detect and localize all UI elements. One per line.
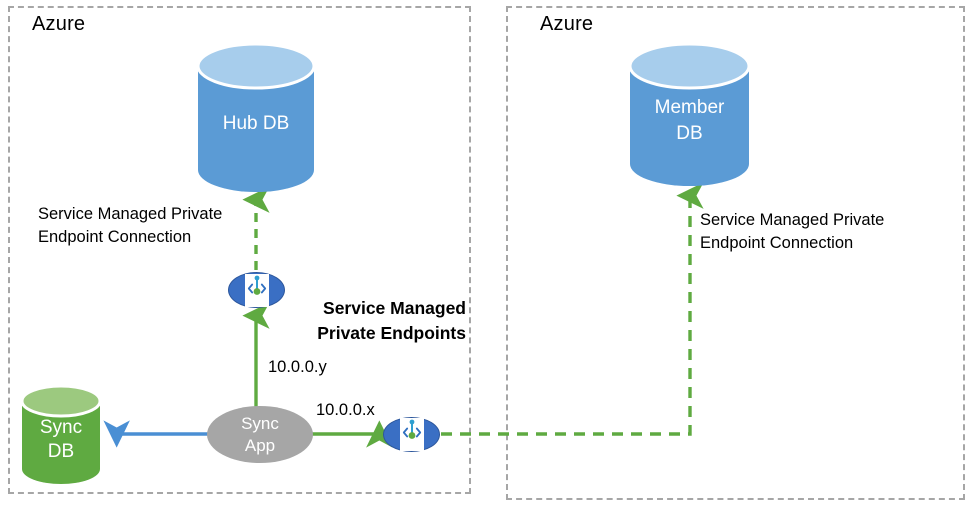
private-endpoint-icon xyxy=(399,418,424,451)
ip-label-member: 10.0.0.x xyxy=(316,401,375,419)
database-cylinder-icon xyxy=(20,384,102,484)
private-endpoint-member-node[interactable] xyxy=(383,417,440,452)
azure-zone-right-label: Azure xyxy=(540,13,594,35)
private-endpoint-hub-node[interactable] xyxy=(228,272,285,308)
service-managed-private-endpoints-title: Service Managed Private Endpoints xyxy=(317,298,466,343)
sync-app-label-line1: Sync xyxy=(241,413,279,433)
member-connection-note: Service Managed Private Endpoint Connect… xyxy=(700,211,885,252)
connector-member-endpoint-to-memberdb xyxy=(441,182,704,436)
database-cylinder-icon xyxy=(196,42,316,192)
sync-db-node[interactable]: Sync DB xyxy=(20,384,102,484)
database-cylinder-icon xyxy=(628,42,751,186)
hub-connection-note: Service Managed Private Endpoint Connect… xyxy=(38,205,223,246)
azure-zone-left xyxy=(8,6,471,494)
sync-app-node[interactable]: Sync App xyxy=(207,406,313,463)
azure-zone-left-label: Azure xyxy=(32,13,86,35)
hub-db-node[interactable]: Hub DB xyxy=(196,42,316,192)
azure-zone-right xyxy=(506,6,965,500)
member-db-node[interactable]: Member DB xyxy=(628,42,751,186)
sync-app-label-line2: App xyxy=(244,435,276,455)
sync-app-label: Sync App xyxy=(241,413,279,457)
ip-label-hub: 10.0.0.y xyxy=(268,358,327,376)
private-endpoint-icon xyxy=(244,273,269,307)
